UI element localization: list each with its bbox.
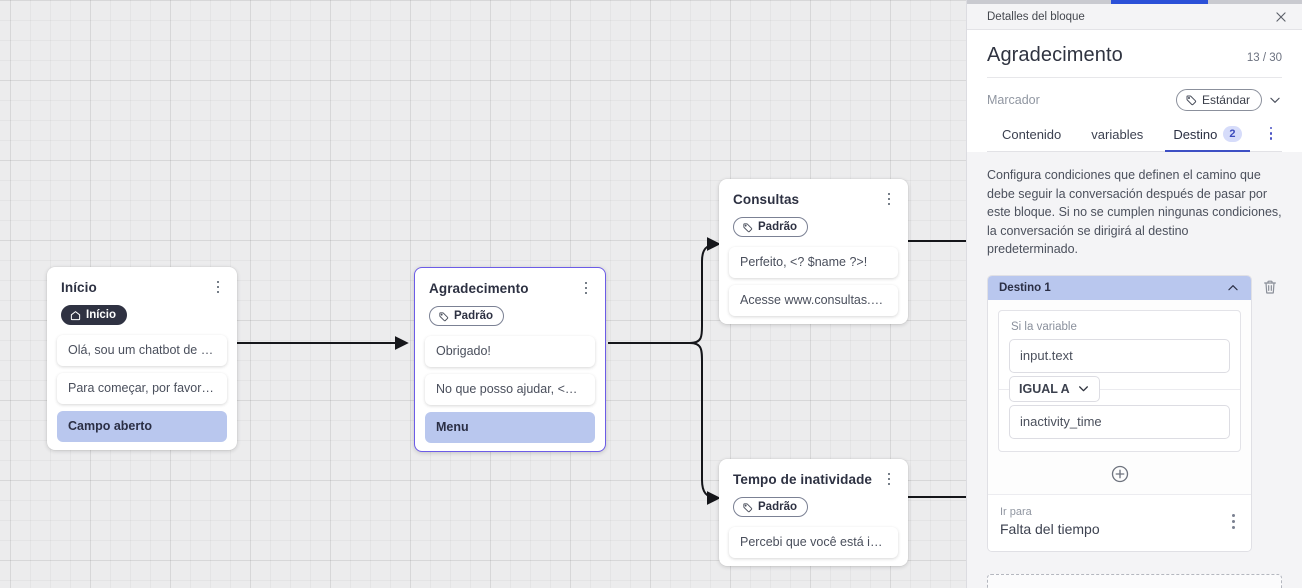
condition-box: Si la variable input.text IGUAL A inacti… — [998, 309, 1241, 452]
destination-wrapper: Destino 1 Si la variable input.text — [987, 274, 1276, 552]
node-menu-kebab-icon[interactable] — [210, 278, 226, 296]
marker-chip-label: Estándar — [1201, 93, 1250, 107]
node-title: Tempo de inatividade — [733, 472, 873, 487]
progress-bar-fill — [1111, 0, 1208, 4]
home-icon — [70, 310, 81, 320]
tab-label: Contenido — [1002, 127, 1062, 142]
progress-bar — [967, 0, 1302, 4]
node-messages: Olá, sou um chatbot de teste! Para começ… — [47, 326, 237, 442]
node-badge[interactable]: Início — [61, 305, 128, 325]
operator-label: IGUAL A — [1019, 381, 1070, 396]
tag-icon — [743, 502, 753, 512]
tab-bar: Contenido variables Destino 2 — [987, 120, 1282, 152]
block-title-row: Agradecimento 13 / 30 — [987, 30, 1282, 78]
goto-card[interactable]: Ir para Falta del tiempo — [988, 493, 1251, 551]
node-messages: Percebi que você está inativo. C... — [719, 518, 908, 558]
flow-node-inicio[interactable]: Início Início Olá, sou um chatbot de tes… — [47, 267, 237, 450]
goto-label: Ir para — [1000, 505, 1032, 518]
node-badge-label: Padrão — [758, 501, 797, 513]
node-title: Agradecimento — [429, 281, 529, 296]
panel-top-section: Agradecimento 13 / 30 Marcador Estándar — [967, 30, 1302, 152]
edge-agradecimento-consultas — [689, 237, 721, 344]
flow-node-consultas[interactable]: Consultas Padrão Perfeito, <? $name ?>! … — [719, 179, 908, 324]
tab-badge: 2 — [1223, 126, 1242, 142]
node-message[interactable]: Perfeito, <? $name ?>! — [729, 246, 898, 278]
node-message[interactable]: Para começar, por favor digite o ... — [57, 372, 227, 404]
node-badge-label: Padrão — [454, 310, 493, 322]
panel-overflow-kebab-icon[interactable] — [1260, 126, 1282, 151]
chevron-down-icon — [1078, 386, 1088, 392]
node-message-highlighted[interactable]: Menu — [425, 411, 595, 443]
node-header: Consultas Padrão — [719, 179, 908, 238]
tab-destino[interactable]: Destino 2 — [1158, 120, 1256, 152]
flow-canvas[interactable]: Início Início Olá, sou um chatbot de tes… — [0, 0, 966, 588]
tag-icon — [743, 222, 753, 232]
goto-menu-kebab-icon[interactable] — [1228, 514, 1239, 529]
node-menu-kebab-icon[interactable] — [881, 190, 897, 208]
condition-label: Si la variable — [1011, 320, 1077, 333]
add-destination-button[interactable]: Agregar destino — [987, 573, 1282, 588]
variable-input[interactable]: input.text — [1009, 338, 1230, 373]
node-badge[interactable]: Padrão — [733, 217, 808, 237]
flow-node-agradecimento[interactable]: Agradecimento Padrão Obrigado! No que po… — [414, 267, 606, 452]
destination-header-label: Destino 1 — [999, 281, 1051, 294]
panel-content: Configura condiciones que definen el cam… — [967, 152, 1302, 588]
node-message-highlighted[interactable]: Campo aberto — [57, 410, 227, 442]
node-badge-label: Padrão — [758, 221, 797, 233]
tab-label: Destino — [1173, 126, 1218, 142]
tag-icon — [1186, 95, 1197, 106]
compare-value-input[interactable]: inactivity_time — [1009, 404, 1230, 439]
panel-header: Detalles del bloque — [967, 4, 1302, 30]
chevron-up-icon[interactable] — [1226, 281, 1240, 295]
flow-node-tempo-de-inatividade[interactable]: Tempo de inatividade Padrão Percebi que … — [719, 459, 908, 566]
marker-chip[interactable]: Estándar — [1175, 89, 1262, 111]
node-header: Tempo de inatividade Padrão — [719, 459, 908, 518]
tag-icon — [439, 311, 449, 321]
trash-icon[interactable] — [1262, 278, 1278, 301]
tab-contenido[interactable]: Contenido — [987, 121, 1076, 151]
char-counter: 13 / 30 — [1246, 52, 1282, 64]
node-message[interactable]: Obrigado! — [425, 335, 595, 367]
destination-header[interactable]: Destino 1 — [988, 275, 1251, 300]
block-details-panel: Detalles del bloque Agradecimento 13 / 3… — [966, 0, 1302, 588]
node-header: Início Início — [47, 267, 237, 326]
node-badge-label: Início — [86, 309, 117, 321]
node-message[interactable]: Acesse www.consultas.com par... — [729, 284, 898, 316]
destination-description: Configura condiciones que definen el cam… — [987, 168, 1282, 256]
destination-card: Destino 1 Si la variable input.text — [987, 274, 1252, 552]
edge-layer — [237, 237, 966, 505]
node-title: Consultas — [733, 192, 800, 207]
plus-circle-icon[interactable] — [1110, 464, 1130, 484]
node-messages: Obrigado! No que posso ajudar, <? $name … — [415, 327, 605, 443]
tab-variables[interactable]: variables — [1076, 121, 1158, 151]
close-icon[interactable] — [1273, 9, 1289, 25]
marker-label: Marcador — [987, 93, 1040, 107]
add-condition-row — [988, 462, 1251, 494]
node-title: Início — [61, 280, 97, 295]
edge-agradecimento-tempo — [689, 342, 721, 505]
page-title: Agradecimento — [987, 44, 1123, 66]
goto-value: Falta del tiempo — [1000, 520, 1100, 537]
tab-label: variables — [1091, 127, 1144, 142]
node-badge[interactable]: Padrão — [733, 497, 808, 517]
node-message[interactable]: No que posso ajudar, <? $name ... — [425, 373, 595, 405]
node-message[interactable]: Percebi que você está inativo. C... — [729, 526, 898, 558]
chevron-down-icon[interactable] — [1268, 93, 1282, 107]
node-messages: Perfeito, <? $name ?>! Acesse www.consul… — [719, 238, 908, 316]
node-menu-kebab-icon[interactable] — [881, 470, 897, 488]
operator-row: IGUAL A — [999, 373, 1240, 405]
node-menu-kebab-icon[interactable] — [578, 279, 594, 297]
node-header: Agradecimento Padrão — [415, 268, 605, 327]
node-badge[interactable]: Padrão — [429, 306, 504, 326]
node-message[interactable]: Olá, sou um chatbot de teste! — [57, 334, 227, 366]
panel-header-title: Detalles del bloque — [987, 10, 1085, 23]
marker-row: Marcador Estándar — [987, 78, 1282, 120]
operator-select[interactable]: IGUAL A — [1009, 375, 1100, 402]
